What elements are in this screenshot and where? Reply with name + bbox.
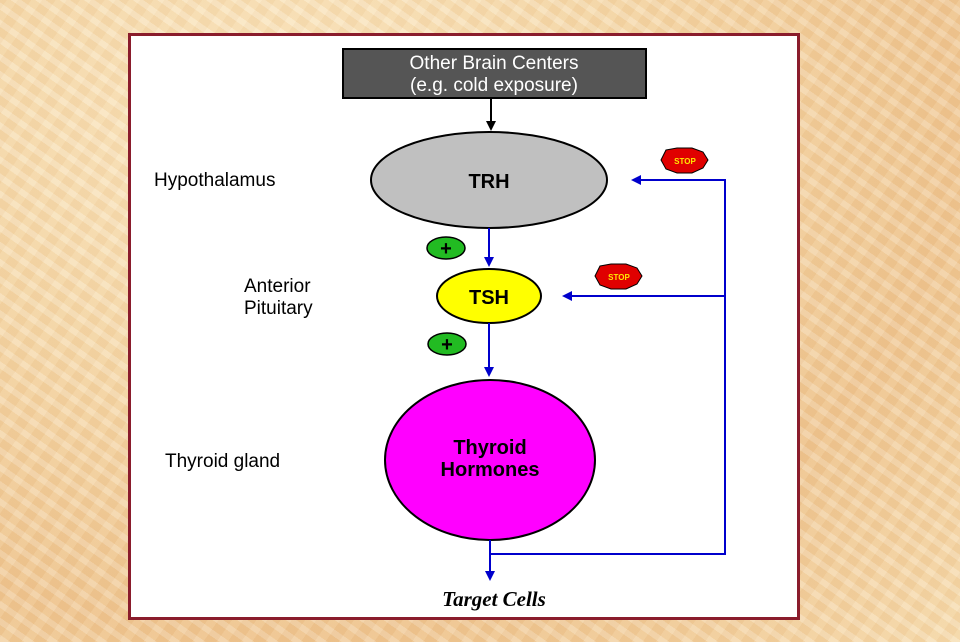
thyroid-hormones-line2: Hormones <box>441 459 540 481</box>
stop-sign-icon-2: STOP <box>594 263 643 290</box>
plus-sign-2: + <box>441 334 453 356</box>
stop-text-2: STOP <box>608 273 630 282</box>
stop-text-1: STOP <box>674 157 696 166</box>
pituitary-label-line1: Anterior <box>244 276 311 297</box>
thyroid-hormones-node: Thyroid Hormones <box>384 379 596 541</box>
source-box: Other Brain Centers (e.g. cold exposure) <box>342 48 647 99</box>
plus-icon-2: + <box>427 332 467 356</box>
trh-label: TRH <box>468 171 509 193</box>
stop-sign-icon-1: STOP <box>660 147 709 174</box>
feedback-loop <box>490 175 726 555</box>
tsh-node: TSH <box>436 268 542 324</box>
thyroid-gland-label: Thyroid gland <box>165 451 280 472</box>
hypothalamus-label: Hypothalamus <box>154 170 275 191</box>
pituitary-label-line2: Pituitary <box>244 298 313 319</box>
source-box-line1: Other Brain Centers <box>410 53 579 74</box>
target-cells-label: Target Cells <box>442 587 546 611</box>
source-box-line2: (e.g. cold exposure) <box>410 75 578 96</box>
plus-sign-1: + <box>440 238 452 260</box>
plus-icon-1: + <box>426 236 466 260</box>
trh-node: TRH <box>370 131 608 229</box>
thyroid-hormones-line1: Thyroid <box>453 437 526 459</box>
tsh-label: TSH <box>469 287 509 309</box>
